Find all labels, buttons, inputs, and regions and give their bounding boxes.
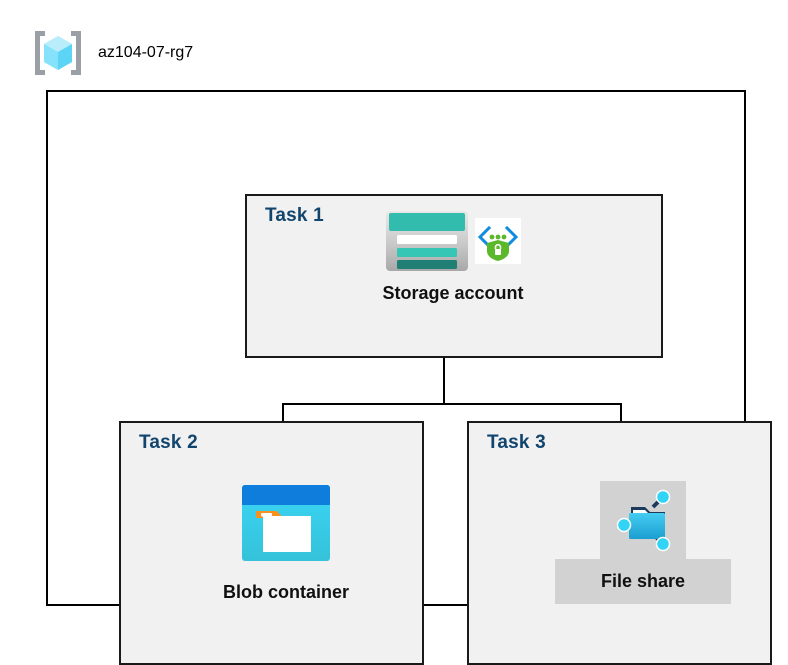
caption-blob-container: Blob container — [222, 582, 349, 602]
caption-file-share: File share — [600, 571, 686, 591]
node-file-share[interactable]: File share — [538, 481, 748, 604]
connector-horizontal-bus — [282, 403, 622, 405]
node-storage-account[interactable]: Storage account — [333, 210, 573, 304]
resource-group-title: az104-07-rg7 — [98, 44, 194, 61]
resource-group-boundary: Task 1 — [46, 90, 772, 665]
blob-container-icon — [241, 484, 331, 562]
file-share-label-highlight: File share — [555, 559, 731, 604]
resource-group-header: az104-07-rg7 — [32, 28, 193, 78]
connector-storage-trunk — [443, 324, 445, 405]
node-blob-container[interactable]: Blob container — [176, 484, 396, 603]
file-share-icon-highlight — [600, 481, 686, 560]
task-label-task1: Task 1 — [265, 205, 324, 226]
task-label-task3: Task 3 — [487, 432, 546, 453]
file-share-icon — [607, 485, 679, 557]
storage-account-icon — [385, 210, 469, 272]
caption-storage-account: Storage account — [382, 283, 524, 303]
task-label-task2: Task 2 — [139, 432, 198, 453]
secure-endpoint-icon — [475, 218, 521, 264]
resource-group-icon — [32, 28, 84, 78]
